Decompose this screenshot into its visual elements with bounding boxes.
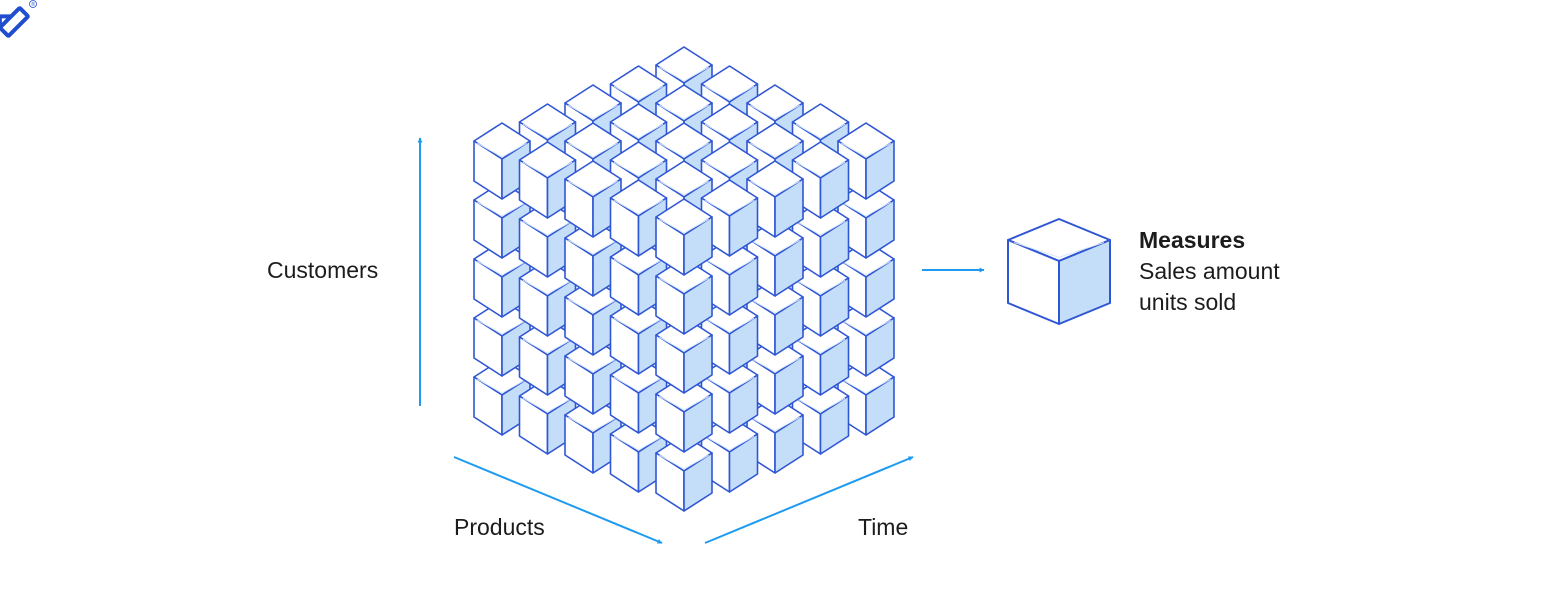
cube-cell bbox=[564, 396, 622, 474]
time-axis-label: Time bbox=[858, 514, 909, 540]
measure-item: units sold bbox=[1139, 289, 1237, 315]
cube-cell bbox=[655, 316, 713, 394]
products-axis-label: Products bbox=[454, 514, 545, 540]
cube-cell bbox=[655, 434, 713, 512]
cube-cell bbox=[700, 238, 759, 316]
cube-cell bbox=[655, 198, 713, 276]
cube-cell bbox=[473, 240, 531, 318]
measures-legend: Measures Sales amount units sold bbox=[1139, 225, 1280, 318]
axis-arrows bbox=[417, 137, 985, 544]
cube-cell bbox=[609, 179, 668, 257]
cube-cell bbox=[1007, 218, 1111, 325]
toptal-logo-icon: ® bbox=[0, 0, 37, 38]
measure-cube-icon bbox=[1007, 218, 1111, 325]
measure-item: Sales amount bbox=[1139, 258, 1280, 284]
cube-cell bbox=[609, 297, 668, 375]
time-axis-arrow bbox=[704, 456, 914, 544]
data-cube-grid bbox=[473, 46, 895, 512]
measures-title: Measures bbox=[1139, 227, 1246, 253]
cube-cell bbox=[518, 318, 577, 396]
customers-axis-label: Customers bbox=[267, 257, 379, 283]
cube-cell bbox=[791, 318, 850, 396]
cube-cell bbox=[609, 356, 668, 434]
cube-cell bbox=[564, 278, 622, 356]
cube-cell bbox=[655, 257, 713, 335]
cube-cell bbox=[700, 179, 759, 257]
products-axis-arrow bbox=[453, 456, 663, 544]
cube-cell bbox=[837, 181, 895, 259]
cube-cell bbox=[473, 299, 531, 377]
registered-mark: ® bbox=[31, 1, 35, 8]
cube-cell bbox=[655, 375, 713, 453]
